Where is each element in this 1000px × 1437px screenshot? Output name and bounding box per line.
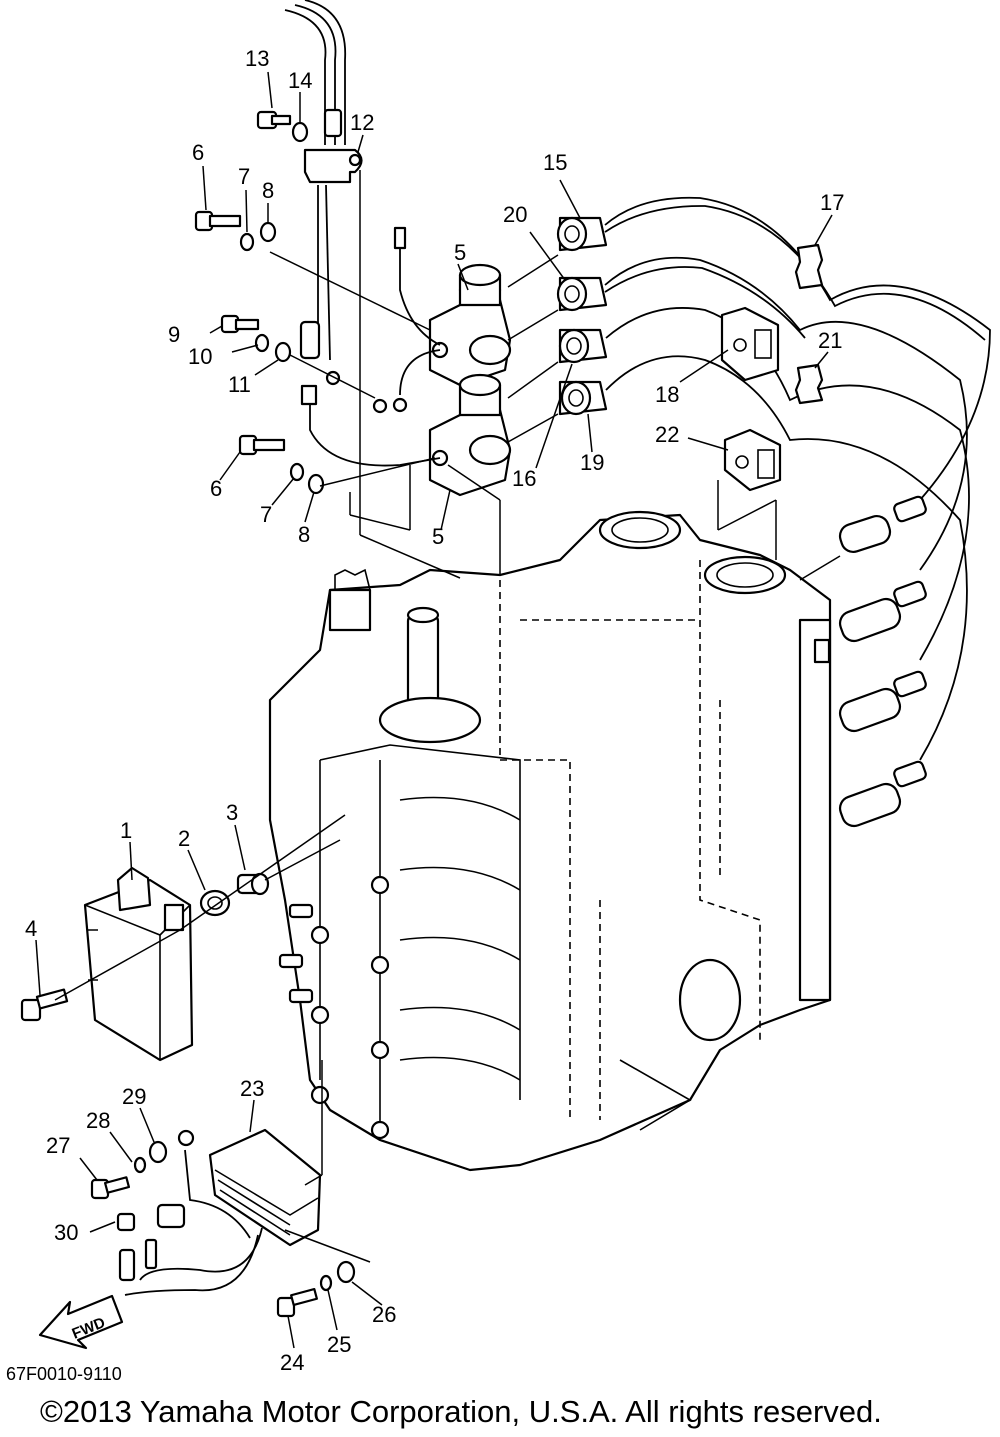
callout-19: 19 xyxy=(580,450,604,475)
callout-10: 10 xyxy=(188,344,212,369)
callout-4: 4 xyxy=(25,916,37,941)
callout-8-bottom: 8 xyxy=(298,522,310,547)
callout-16: 16 xyxy=(512,466,536,491)
callout-13: 13 xyxy=(245,46,269,71)
bolt-4 xyxy=(20,988,69,1022)
copyright-notice: ©2013 Yamaha Motor Corporation, U.S.A. A… xyxy=(40,1394,882,1429)
plug-cap-15 xyxy=(556,216,608,252)
drawing-number: 67F0010-9110 xyxy=(6,1364,122,1384)
callout-7-top: 7 xyxy=(238,164,250,189)
engine-block xyxy=(268,510,832,1172)
callouts: 13 14 12 6 7 8 9 10 11 5 6 7 8 5 15 20 1… xyxy=(25,46,844,1375)
bracket-18 xyxy=(720,306,780,382)
callout-6-top: 6 xyxy=(192,140,204,165)
callout-29: 29 xyxy=(122,1084,146,1109)
callout-6-bottom: 6 xyxy=(210,476,222,501)
plug-cap-20 xyxy=(556,276,608,312)
cord-holder-21 xyxy=(794,363,824,405)
cdi-unit xyxy=(83,866,194,1062)
leader-lines xyxy=(35,71,841,1349)
callout-14: 14 xyxy=(288,68,312,93)
callout-21: 21 xyxy=(818,328,842,353)
callout-23: 23 xyxy=(240,1076,264,1101)
callout-3: 3 xyxy=(226,800,238,825)
ignition-coil-lower xyxy=(300,373,512,497)
cord-holder-17 xyxy=(794,243,824,290)
callout-18: 18 xyxy=(655,382,679,407)
plug-cap-16 xyxy=(558,328,608,364)
wire-harness xyxy=(284,0,363,386)
ignition-coil-upper xyxy=(392,226,512,413)
callout-27: 27 xyxy=(46,1133,70,1158)
callout-5-top: 5 xyxy=(454,240,466,265)
grommet-2 xyxy=(199,889,231,917)
fwd-arrow: FWD xyxy=(38,1294,124,1350)
rectifier-regulator xyxy=(118,1128,322,1296)
callout-25: 25 xyxy=(327,1332,351,1357)
callout-11: 11 xyxy=(228,372,251,397)
callout-5-bottom: 5 xyxy=(432,524,444,549)
callout-1: 1 xyxy=(120,818,132,843)
callout-9: 9 xyxy=(168,322,180,347)
fasteners-top xyxy=(194,110,325,495)
plug-cap-19 xyxy=(558,380,608,416)
callout-12: 12 xyxy=(350,110,374,135)
callout-26: 26 xyxy=(372,1302,396,1327)
collar-3 xyxy=(236,872,270,896)
callout-7-bottom: 7 xyxy=(260,502,272,527)
callout-8-top: 8 xyxy=(262,178,274,203)
bracket-22 xyxy=(723,428,782,492)
callout-17: 17 xyxy=(820,190,844,215)
fasteners-bottom xyxy=(90,1140,356,1318)
callout-28: 28 xyxy=(86,1108,110,1133)
callout-30: 30 xyxy=(54,1220,78,1245)
callout-2: 2 xyxy=(178,826,190,851)
spark-plug-caps xyxy=(556,196,991,828)
callout-15: 15 xyxy=(543,150,567,175)
callout-20: 20 xyxy=(503,202,527,227)
callout-24: 24 xyxy=(280,1350,304,1375)
callout-22: 22 xyxy=(655,422,679,447)
